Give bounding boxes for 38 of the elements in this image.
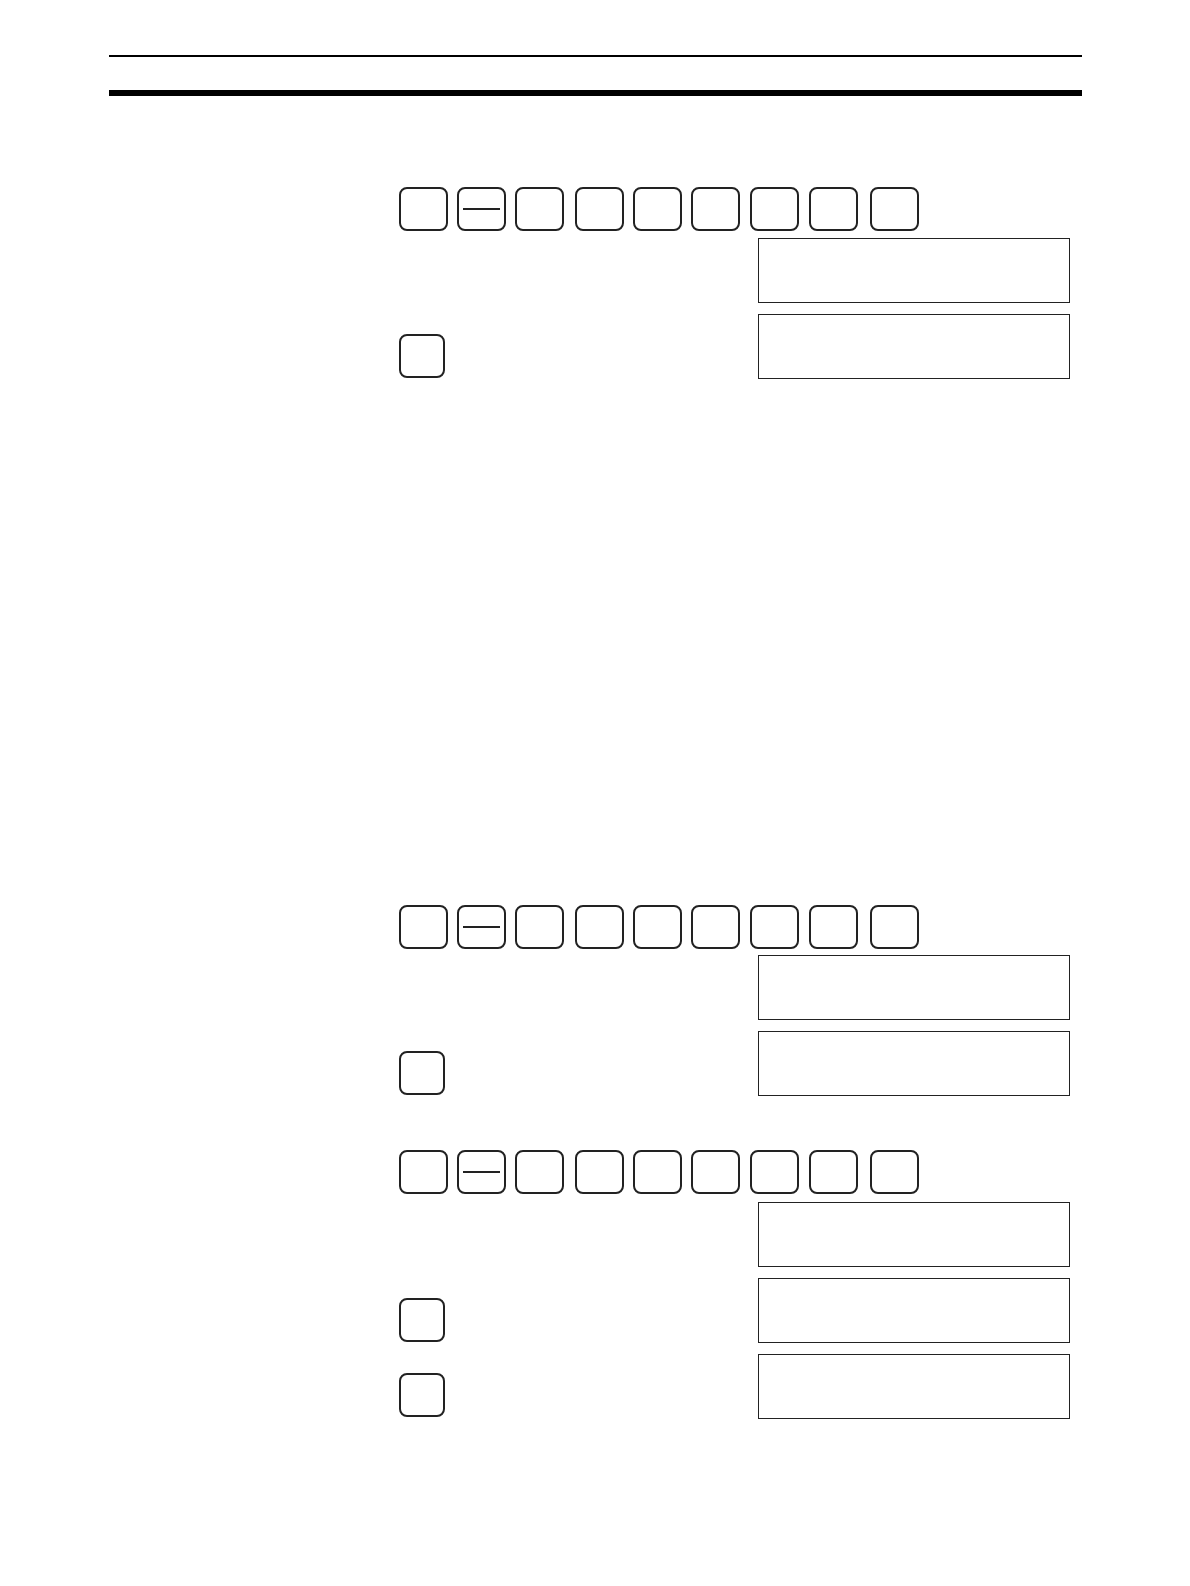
key-button bbox=[399, 1150, 448, 1194]
key-button bbox=[870, 187, 919, 231]
display-panel bbox=[758, 314, 1070, 379]
minus-key-button bbox=[457, 905, 506, 949]
key-button bbox=[633, 187, 682, 231]
key-button bbox=[575, 187, 624, 231]
key-button bbox=[399, 1051, 445, 1095]
key-button bbox=[691, 905, 740, 949]
key-button bbox=[575, 905, 624, 949]
key-button bbox=[399, 1373, 445, 1417]
key-button bbox=[870, 905, 919, 949]
key-button bbox=[515, 187, 564, 231]
key-button bbox=[809, 187, 858, 231]
key-button bbox=[750, 1150, 799, 1194]
key-button bbox=[750, 187, 799, 231]
key-button bbox=[809, 1150, 858, 1194]
key-button bbox=[870, 1150, 919, 1194]
key-button bbox=[633, 1150, 682, 1194]
minus-key-button bbox=[457, 187, 506, 231]
key-button bbox=[633, 905, 682, 949]
key-button bbox=[691, 187, 740, 231]
key-button bbox=[691, 1150, 740, 1194]
display-panel bbox=[758, 955, 1070, 1020]
key-button bbox=[399, 334, 445, 378]
key-button bbox=[575, 1150, 624, 1194]
display-panel bbox=[758, 1354, 1070, 1419]
display-panel bbox=[758, 1278, 1070, 1343]
display-panel bbox=[758, 1202, 1070, 1267]
key-button bbox=[515, 1150, 564, 1194]
key-button bbox=[399, 905, 448, 949]
key-button bbox=[809, 905, 858, 949]
key-button bbox=[399, 187, 448, 231]
minus-key-button bbox=[457, 1150, 506, 1194]
key-button bbox=[399, 1298, 445, 1342]
display-panel bbox=[758, 1031, 1070, 1096]
key-button bbox=[515, 905, 564, 949]
key-button bbox=[750, 905, 799, 949]
display-panel bbox=[758, 238, 1070, 303]
